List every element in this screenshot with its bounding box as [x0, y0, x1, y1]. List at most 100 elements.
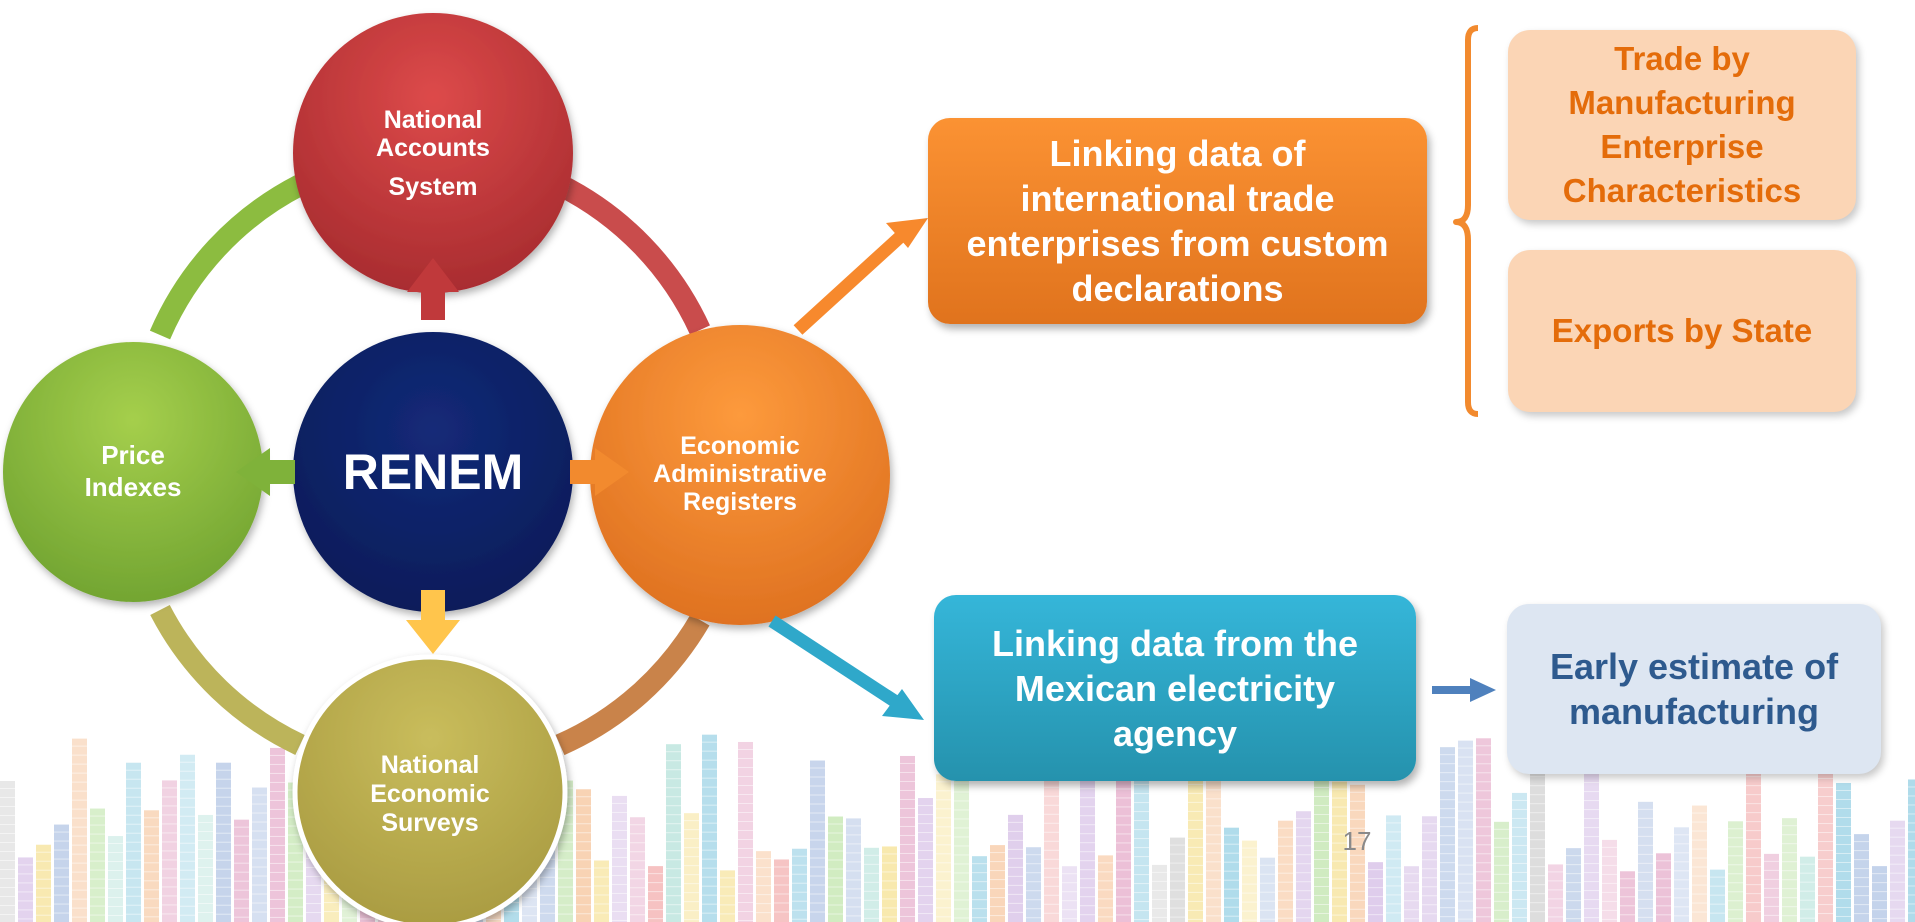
- decorative-stripe-line: [54, 858, 69, 860]
- decorative-stripe-line: [666, 886, 681, 888]
- decorative-stripe: [180, 754, 195, 922]
- decorative-stripe-line: [1188, 783, 1203, 785]
- decorative-stripe-line: [270, 790, 285, 792]
- decorative-stripe-line: [1692, 875, 1707, 877]
- decorative-stripe-line: [1818, 904, 1833, 906]
- decorative-stripe-line: [1458, 891, 1473, 893]
- decorative-stripe-line: [1188, 828, 1203, 830]
- decorative-stripe-line: [1746, 812, 1761, 814]
- decorative-stripe-line: [954, 872, 969, 874]
- decorative-stripe-line: [1206, 915, 1221, 917]
- decorative-stripe-line: [936, 835, 951, 837]
- decorative-stripe-line: [18, 864, 33, 866]
- decorative-stripe-line: [1368, 878, 1383, 880]
- decorative-stripe-line: [1080, 806, 1095, 808]
- decorative-stripe-line: [1458, 900, 1473, 902]
- decorative-stripe-line: [18, 909, 33, 911]
- decorative-stripe-line: [1026, 881, 1041, 883]
- decorative-stripe-line: [1872, 882, 1887, 884]
- decorative-stripe-line: [1584, 809, 1599, 811]
- decorative-stripe-line: [1512, 817, 1527, 819]
- decorative-stripe-line: [1404, 882, 1419, 884]
- decorative-stripe-line: [576, 850, 591, 852]
- decorative-stripe-line: [1278, 908, 1293, 910]
- decorative-stripe-line: [1314, 813, 1329, 815]
- decorative-stripe-line: [1224, 906, 1239, 908]
- decorative-stripe-line: [1566, 918, 1581, 920]
- decorative-stripe-line: [18, 918, 33, 920]
- decorative-stripe-line: [900, 843, 915, 845]
- decorative-stripe-line: [1476, 862, 1491, 864]
- decorative-stripe-line: [126, 859, 141, 861]
- decorative-stripe-line: [1908, 876, 1915, 878]
- decorative-stripe-line: [954, 881, 969, 883]
- decorative-stripe-line: [594, 876, 609, 878]
- decorative-stripe-line: [1422, 823, 1437, 825]
- decorative-stripe-line: [1008, 875, 1023, 877]
- decorative-stripe-line: [1260, 918, 1275, 920]
- decorative-stripe-line: [270, 880, 285, 882]
- decorative-stripe-line: [954, 800, 969, 802]
- decorative-stripe: [90, 808, 105, 922]
- decorative-stripe-line: [252, 812, 267, 814]
- decorative-stripe-line: [612, 892, 627, 894]
- decorative-stripe-line: [1782, 906, 1797, 908]
- decorative-stripe-line: [162, 832, 177, 834]
- decorative-stripe-line: [1332, 869, 1347, 871]
- decorative-stripe-line: [738, 820, 753, 822]
- decorative-stripe-line: [0, 815, 15, 817]
- decorative-stripe-line: [18, 882, 33, 884]
- decorative-stripe-line: [270, 781, 285, 783]
- decorative-stripe-line: [1044, 786, 1059, 788]
- decorative-stripe-line: [1296, 827, 1311, 829]
- decorative-stripe-line: [1098, 898, 1113, 900]
- decorative-stripe-line: [1296, 908, 1311, 910]
- decorative-stripe-line: [1458, 837, 1473, 839]
- decorative-stripe-line: [1890, 827, 1905, 829]
- decorative-stripe-line: [180, 824, 195, 826]
- decorative-stripe-line: [1764, 914, 1779, 916]
- decorative-stripe-line: [1350, 791, 1365, 793]
- decorative-stripe-line: [954, 917, 969, 919]
- decorative-stripe-line: [1134, 919, 1149, 921]
- decorative-stripe-line: [720, 886, 735, 888]
- decorative-stripe-line: [828, 841, 843, 843]
- decorative-stripe: [1278, 820, 1293, 922]
- decorative-stripe-line: [1188, 837, 1203, 839]
- decorative-stripe-line: [738, 766, 753, 768]
- decorative-stripe-line: [1062, 900, 1077, 902]
- decorative-stripe-line: [1494, 855, 1509, 857]
- decorative-stripe-line: [1530, 875, 1545, 877]
- decorative-stripe-line: [72, 907, 87, 909]
- decorative-stripe: [1512, 792, 1527, 922]
- decorative-stripe-line: [1476, 880, 1491, 882]
- decorative-stripe-line: [990, 915, 1005, 917]
- decorative-stripe-line: [1602, 864, 1617, 866]
- decorative-stripe-line: [1404, 873, 1419, 875]
- decorative-stripe-line: [1566, 909, 1581, 911]
- decorative-stripe: [1836, 782, 1851, 922]
- decorative-stripe-line: [1278, 890, 1293, 892]
- decorative-stripe-line: [72, 745, 87, 747]
- decorative-stripe-line: [36, 887, 51, 889]
- decorative-stripe-line: [180, 815, 195, 817]
- decorative-stripe-line: [576, 814, 591, 816]
- decorative-stripe-line: [1044, 903, 1059, 905]
- decorative-stripe-line: [1854, 895, 1869, 897]
- decorative-stripe: [1368, 862, 1383, 922]
- decorative-stripe-line: [882, 862, 897, 864]
- decorative-stripe-line: [1350, 899, 1365, 901]
- decorative-stripe-line: [1602, 846, 1617, 848]
- decorative-stripe: [972, 856, 987, 922]
- decorative-stripe-line: [1692, 848, 1707, 850]
- decorative-stripe-line: [1854, 877, 1869, 879]
- decorative-stripe-line: [1278, 863, 1293, 865]
- decorative-stripe-line: [180, 797, 195, 799]
- decorative-stripe-line: [1836, 825, 1851, 827]
- decorative-stripe-line: [1242, 919, 1257, 921]
- decorative-stripe-line: [1224, 834, 1239, 836]
- decorative-stripe-line: [198, 848, 213, 850]
- decorative-stripe-line: [1278, 836, 1293, 838]
- decorative-stripe-line: [1566, 900, 1581, 902]
